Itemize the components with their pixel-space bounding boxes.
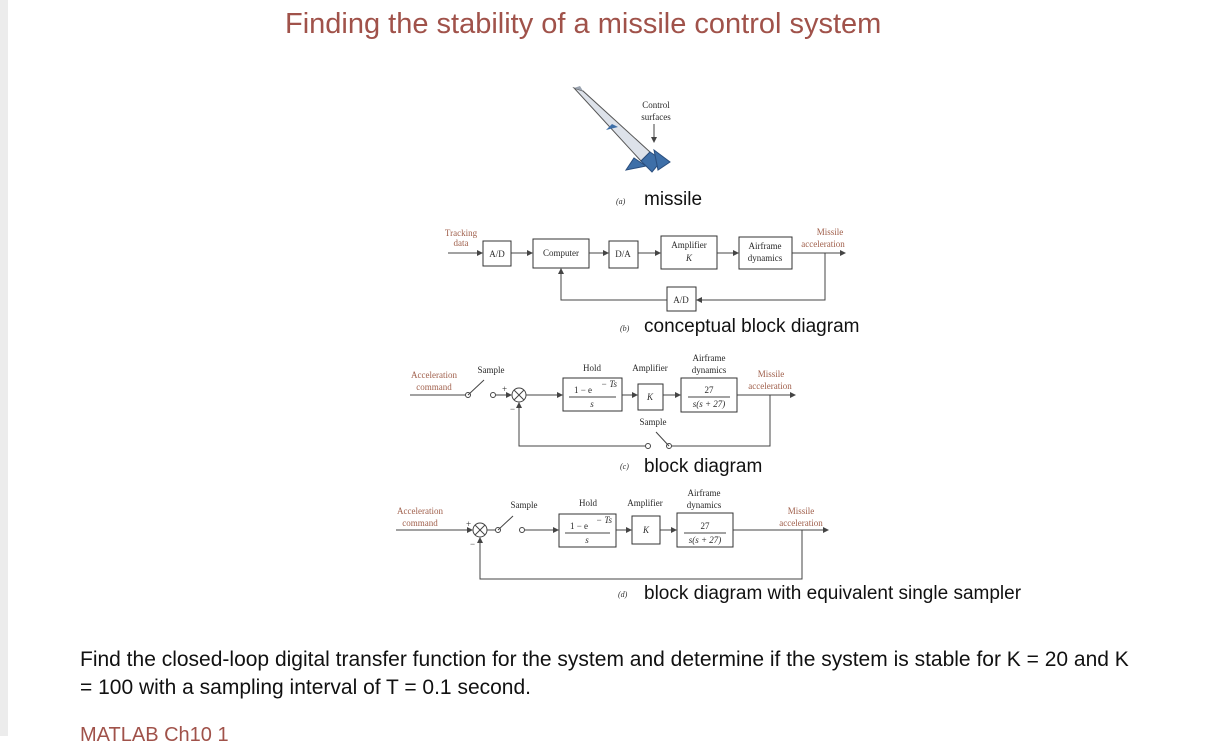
missile-acceleration-label-1-c: Missile: [758, 369, 785, 379]
hold-numerator-d: 1 − e: [570, 521, 588, 531]
tracking-data-label-1: Tracking: [445, 228, 478, 238]
panel-a-mark: (a): [616, 197, 626, 206]
airframe-label-2-d: dynamics: [687, 500, 722, 510]
hold-label-c: Hold: [583, 363, 602, 373]
missile-acceleration-label-1-d: Missile: [788, 506, 815, 516]
missile-acceleration-label-2-c: acceleration: [748, 381, 792, 391]
panel-c-mark: (c): [620, 462, 629, 471]
amplifier-gain: K: [685, 253, 693, 263]
feedback-path-c: [671, 395, 771, 447]
minus-sign-c: −: [510, 404, 515, 414]
panel-b-conceptual-diagram: Tracking data A/D Computer D/A Amplifier…: [445, 227, 860, 337]
missile-icon: [572, 86, 671, 173]
feedback-path-d: [477, 530, 803, 580]
panel-b-mark: (b): [620, 324, 630, 333]
acceleration-command-label-2-c: command: [416, 382, 452, 392]
airframe-label-1: Airframe: [749, 241, 782, 251]
left-border-strip: [0, 0, 8, 736]
hold-label-d: Hold: [579, 498, 598, 508]
amplifier-label: Amplifier: [671, 240, 707, 250]
missile-acceleration-label-2: acceleration: [801, 239, 845, 249]
amplifier-block-c: [637, 383, 664, 411]
problem-statement: Find the closed-loop digital transfer fu…: [80, 648, 1129, 699]
panel-a-missile: Control surfaces (a) missile: [572, 86, 702, 210]
panel-b-caption: conceptual block diagram: [644, 316, 859, 337]
amplifier-label-c: Amplifier: [632, 363, 668, 373]
acceleration-command-label-1-d: Acceleration: [397, 506, 443, 516]
airframe-block-d: [676, 512, 734, 548]
hold-numerator-c: 1 − e: [574, 385, 592, 395]
acceleration-command-label-2-d: command: [402, 518, 438, 528]
amplifier-label-d: Amplifier: [627, 498, 663, 508]
da-converter-block: [608, 240, 639, 269]
ad-converter-label: A/D: [489, 249, 505, 259]
plus-sign-d: +: [466, 519, 471, 529]
airframe-label-2-c: dynamics: [692, 365, 727, 375]
sample-label-c: Sample: [478, 365, 505, 375]
panel-c-caption: block diagram: [644, 456, 762, 477]
airframe-numerator-c: 27: [705, 385, 715, 395]
sample-label-d: Sample: [511, 500, 538, 510]
airframe-numerator-d: 27: [701, 521, 711, 531]
minus-sign-d: −: [470, 539, 475, 549]
hold-block-c: [562, 377, 623, 412]
amplifier-block-d: [631, 515, 661, 545]
airframe-denominator-d: s(s + 27): [689, 535, 722, 545]
tracking-data-label-2: data: [454, 238, 469, 248]
hold-exponent-d: − Ts: [596, 515, 613, 525]
missile-acceleration-label-1: Missile: [817, 227, 844, 237]
panel-d-mark: (d): [618, 590, 628, 599]
hold-block-d: [558, 513, 617, 548]
hold-denominator-d: s: [585, 535, 589, 545]
panel-d-caption: block diagram with equivalent single sam…: [644, 583, 1022, 604]
airframe-denominator-c: s(s + 27): [693, 399, 726, 409]
control-surfaces-label-1: Control: [642, 100, 670, 110]
control-surfaces-label-2: surfaces: [641, 112, 671, 122]
airframe-label-2: dynamics: [748, 253, 783, 263]
airframe-label-1-c: Airframe: [693, 353, 726, 363]
amplifier-block: [660, 235, 718, 270]
feedback-ad-block: [666, 286, 697, 312]
panel-c-block-diagram: Acceleration command Sample + − Hold 1 −…: [410, 353, 796, 477]
airframe-dynamics-block: [738, 236, 793, 270]
missile-acceleration-label-2-d: acceleration: [779, 518, 823, 528]
page-title: Finding the stability of a missile contr…: [285, 8, 882, 40]
panel-a-caption: missile: [644, 189, 702, 210]
computer-label: Computer: [543, 248, 579, 258]
hold-denominator-c: s: [590, 399, 594, 409]
feedback-path-b: [696, 253, 826, 303]
feedback-ad-label: A/D: [673, 295, 689, 305]
plus-sign-c: +: [502, 384, 507, 394]
hold-exponent-c: − Ts: [601, 379, 618, 389]
da-converter-label: D/A: [615, 249, 631, 259]
panel-d-block-diagram: Acceleration command + − Sample Hold 1 −…: [396, 488, 1022, 604]
acceleration-command-label-1-c: Acceleration: [411, 370, 457, 380]
feedback-sample-label-c: Sample: [640, 417, 667, 427]
airframe-block-c: [680, 377, 738, 413]
ad-converter-block: [482, 240, 512, 267]
amplifier-gain-d: K: [642, 525, 650, 535]
airframe-label-1-d: Airframe: [688, 488, 721, 498]
amplifier-gain-c: K: [646, 392, 654, 402]
